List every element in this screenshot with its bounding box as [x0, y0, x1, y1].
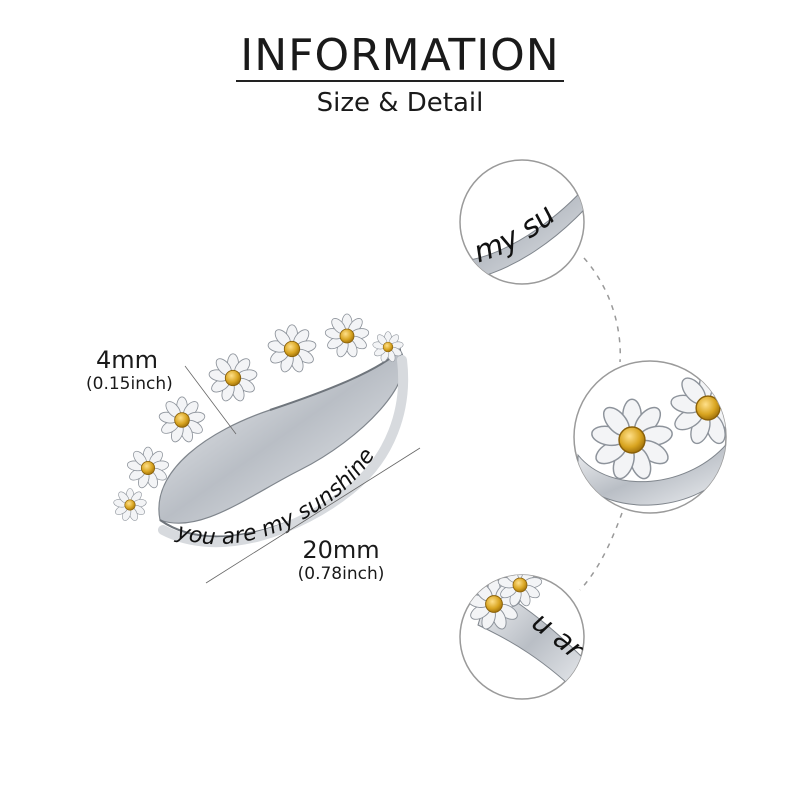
- diameter-label: 20mm (0.78inch): [286, 536, 396, 584]
- title-underline: [236, 80, 564, 82]
- page-subtitle: Size & Detail: [316, 88, 484, 118]
- detail-shank-closeup: u ar: [459, 574, 585, 700]
- connector-bottom: [579, 512, 623, 591]
- detail-engraving-closeup: my su: [459, 159, 585, 285]
- width-label: 4mm (0.15inch): [86, 346, 173, 394]
- diameter-dimension-line: [205, 447, 421, 584]
- diameter-imperial: (0.78inch): [297, 564, 385, 584]
- width-imperial: (0.15inch): [86, 374, 173, 394]
- detail-daisies-closeup: [573, 360, 727, 514]
- page-title: INFORMATION: [240, 30, 560, 81]
- diameter-metric: 20mm: [302, 536, 380, 564]
- width-metric: 4mm: [95, 346, 159, 374]
- width-dimension-line: [184, 365, 237, 435]
- connector-top: [583, 257, 621, 363]
